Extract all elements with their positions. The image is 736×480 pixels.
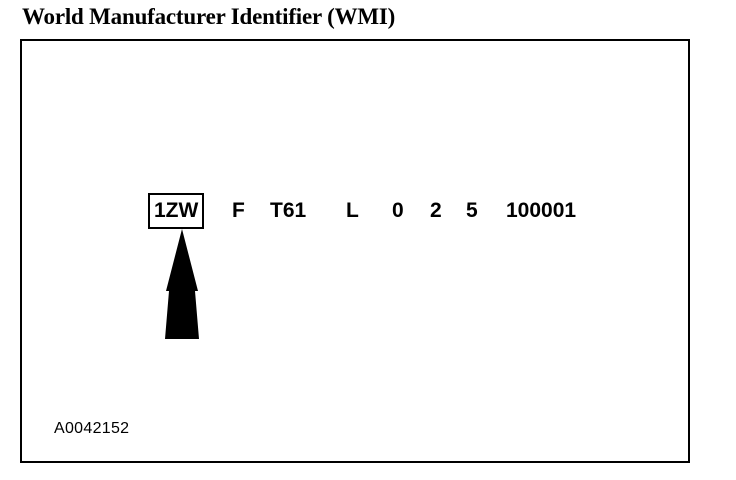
vin-segment: 2: [430, 199, 442, 222]
up-arrow-icon: [165, 229, 199, 339]
diagram-frame: 1ZW F T61 L 0 2 5 100001 A0042152: [20, 39, 690, 463]
vin-segment: 0: [392, 199, 404, 222]
vin-segment: 5: [466, 199, 478, 222]
vin-segment: L: [346, 199, 359, 222]
vin-wmi-highlight: 1ZW: [148, 193, 205, 229]
vin-number: 1ZW F T61 L 0 2 5 100001: [22, 41, 688, 461]
vin-segment: T61: [270, 199, 307, 222]
figure-reference-code: A0042152: [54, 420, 130, 437]
vin-segment: F: [232, 199, 245, 222]
diagram-title: World Manufacturer Identifier (WMI): [22, 4, 396, 29]
vin-segment: 100001: [506, 199, 577, 222]
